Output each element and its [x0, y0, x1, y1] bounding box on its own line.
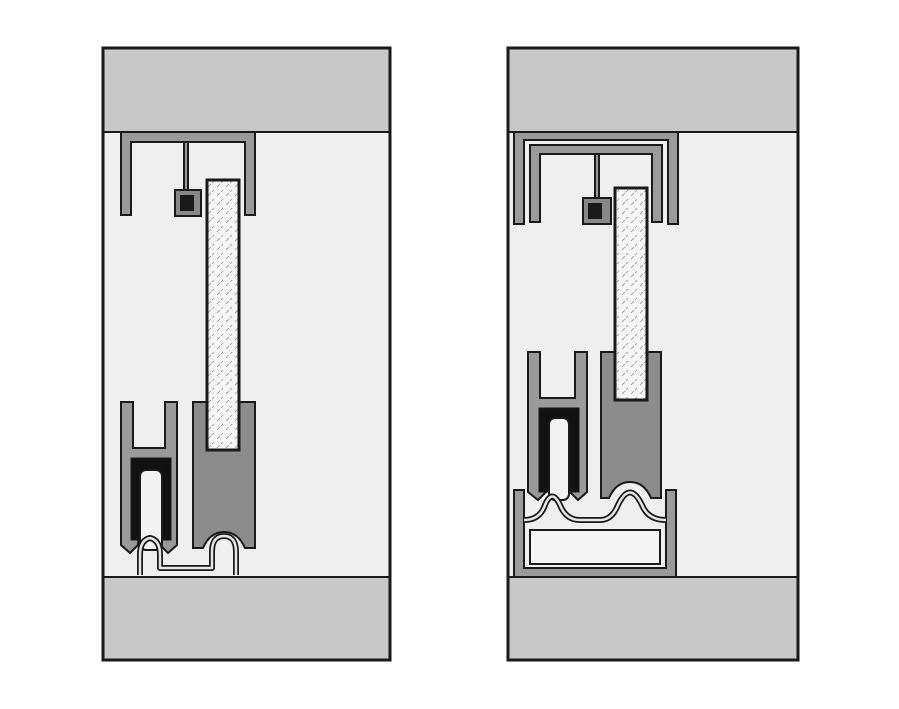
ceiling-slab	[103, 48, 390, 132]
bottom-channel	[513, 489, 677, 578]
ceiling-slab	[508, 48, 798, 132]
floor-slab	[103, 577, 390, 660]
section-panel-right	[506, 46, 800, 662]
guide-block-core	[588, 203, 602, 219]
section-panel-left	[101, 46, 392, 662]
roller-axle	[139, 469, 163, 551]
panel-border	[101, 46, 392, 662]
guide-block-core	[180, 195, 194, 211]
panel-border	[506, 46, 800, 662]
glass-panel	[205, 178, 241, 452]
top-rail-housing	[513, 131, 679, 225]
floor-slab	[508, 577, 798, 660]
channel-filler	[529, 529, 661, 565]
glass-panel	[613, 186, 649, 402]
top-guide-rail	[120, 131, 256, 216]
roller-axle	[548, 417, 570, 501]
